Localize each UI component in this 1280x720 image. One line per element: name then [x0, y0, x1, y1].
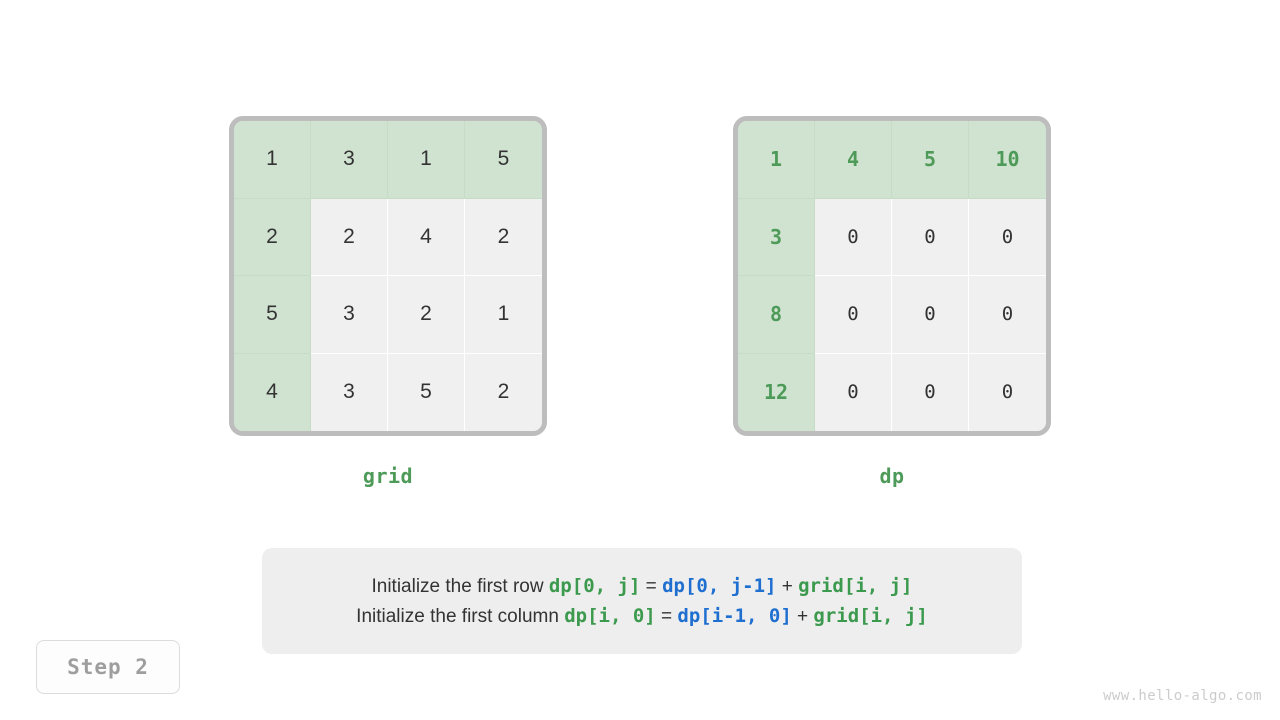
table-row: 1 4 5 10 — [738, 121, 1046, 199]
grid-table-caption: grid — [362, 464, 414, 488]
table-row: 12 0 0 0 — [738, 353, 1046, 431]
grid-cell-0-3: 5 — [465, 121, 542, 199]
matrices-container: 1 3 1 5 2 2 4 2 5 3 2 1 4 3 5 2 — [0, 116, 1280, 488]
table-row: 1 3 1 5 — [234, 121, 542, 199]
formula-lhs-col: dp[i, 0] — [564, 604, 656, 627]
formula-plus-col: + — [791, 605, 814, 627]
grid-cell-2-3: 1 — [465, 276, 542, 354]
formula-prose-row: Initialize the first row — [371, 575, 549, 597]
grid-table-block: 1 3 1 5 2 2 4 2 5 3 2 1 4 3 5 2 — [229, 116, 547, 488]
dp-cell-3-1: 0 — [815, 353, 892, 431]
table-row: 3 0 0 0 — [738, 198, 1046, 276]
grid-cell-3-0: 4 — [234, 353, 311, 431]
dp-cell-1-1: 0 — [815, 198, 892, 276]
formula-prose-col: Initialize the first column — [356, 605, 565, 627]
dp-cell-2-3: 0 — [969, 276, 1046, 354]
dp-cell-1-0: 3 — [738, 198, 815, 276]
dp-cell-0-3: 10 — [969, 121, 1046, 199]
grid-cell-1-0: 2 — [234, 198, 311, 276]
table-row: 8 0 0 0 — [738, 276, 1046, 354]
grid-cell-1-1: 2 — [311, 198, 388, 276]
dp-cell-2-1: 0 — [815, 276, 892, 354]
dp-cell-3-2: 0 — [892, 353, 969, 431]
watermark: www.hello-algo.com — [1103, 688, 1262, 704]
grid-cell-0-2: 1 — [388, 121, 465, 199]
grid-cell-0-1: 3 — [311, 121, 388, 199]
dp-table-caption: dp — [879, 464, 905, 488]
dp-cell-0-0: 1 — [738, 121, 815, 199]
grid-cell-2-1: 3 — [311, 276, 388, 354]
formula-addend-col: grid[i, j] — [813, 604, 928, 627]
formula-equals-col: = — [655, 605, 678, 627]
step-badge: Step 2 — [36, 640, 180, 694]
table-row: 4 3 5 2 — [234, 353, 542, 431]
formula-panel: Initialize the first row dp[0, j] = dp[0… — [262, 548, 1022, 654]
dp-cell-3-0: 12 — [738, 353, 815, 431]
grid-cell-2-0: 5 — [234, 276, 311, 354]
grid-cell-1-3: 2 — [465, 198, 542, 276]
grid-cell-3-2: 5 — [388, 353, 465, 431]
grid-cell-2-2: 2 — [388, 276, 465, 354]
formula-line-first-row: Initialize the first row dp[0, j] = dp[0… — [371, 574, 913, 597]
formula-addend-row: grid[i, j] — [798, 574, 913, 597]
formula-lhs-row: dp[0, j] — [548, 574, 641, 597]
grid-cell-0-0: 1 — [234, 121, 311, 199]
dp-cell-3-3: 0 — [969, 353, 1046, 431]
formula-plus-row: + — [776, 575, 799, 597]
dp-cell-2-2: 0 — [892, 276, 969, 354]
formula-equals-row: = — [640, 575, 663, 597]
dp-table-block: 1 4 5 10 3 0 0 0 8 0 0 0 12 0 0 0 — [733, 116, 1051, 488]
dp-cell-0-1: 4 — [815, 121, 892, 199]
grid-cell-3-1: 3 — [311, 353, 388, 431]
table-row: 2 2 4 2 — [234, 198, 542, 276]
dp-cell-1-3: 0 — [969, 198, 1046, 276]
formula-rhs-row: dp[0, j-1] — [662, 574, 777, 597]
grid-cell-1-2: 4 — [388, 198, 465, 276]
dp-cell-0-2: 5 — [892, 121, 969, 199]
dp-cell-1-2: 0 — [892, 198, 969, 276]
formula-line-first-column: Initialize the first column dp[i, 0] = d… — [356, 604, 928, 627]
grid-matrix: 1 3 1 5 2 2 4 2 5 3 2 1 4 3 5 2 — [229, 116, 547, 436]
dp-matrix: 1 4 5 10 3 0 0 0 8 0 0 0 12 0 0 0 — [733, 116, 1051, 436]
grid-cell-3-3: 2 — [465, 353, 542, 431]
formula-rhs-col: dp[i-1, 0] — [677, 604, 792, 627]
table-row: 5 3 2 1 — [234, 276, 542, 354]
dp-cell-2-0: 8 — [738, 276, 815, 354]
